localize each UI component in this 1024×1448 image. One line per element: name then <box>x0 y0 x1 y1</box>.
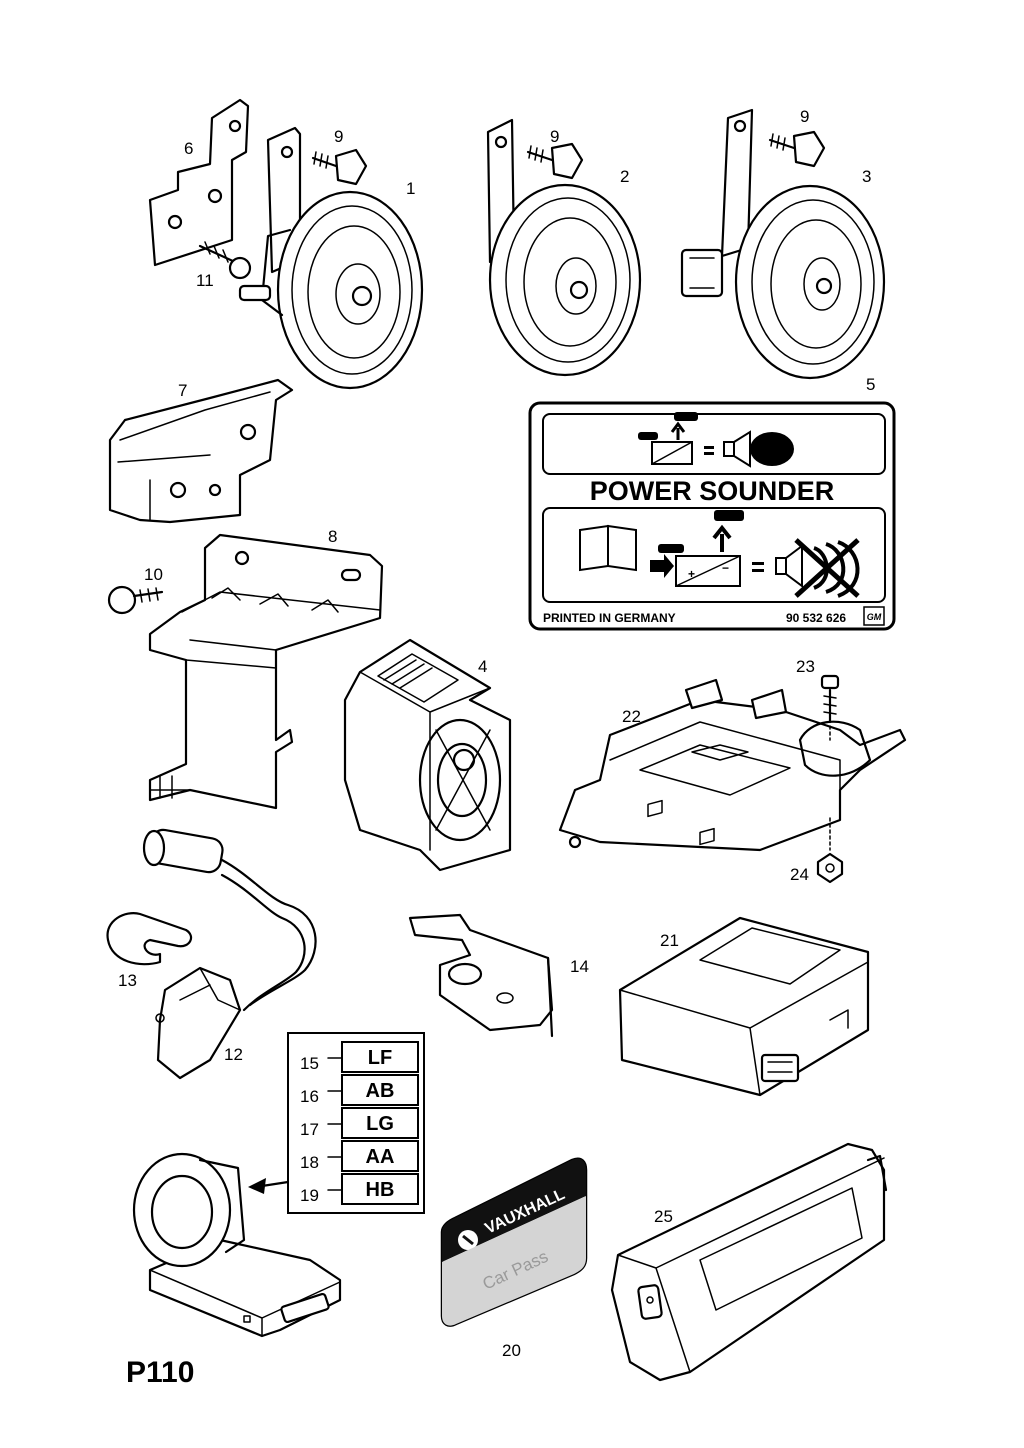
callout-6: 6 <box>184 139 193 158</box>
callout-3: 3 <box>862 167 871 186</box>
callout-16: 16 <box>300 1087 319 1106</box>
battery-symbol-top <box>638 412 698 465</box>
code-ab: AB <box>366 1080 395 1102</box>
callout-20: 20 <box>502 1341 521 1360</box>
svg-text:GM: GM <box>867 612 882 622</box>
callouts: 1 2 3 4 5 6 7 8 9 9 9 10 11 12 13 14 15 … <box>118 107 875 1360</box>
callout-2: 2 <box>620 167 629 186</box>
label-title: POWER SOUNDER <box>590 476 835 506</box>
part-10-bolt <box>107 585 164 615</box>
part-11-screw <box>198 241 252 280</box>
speaker-crossed-symbol <box>775 538 860 598</box>
pointer-arrow <box>260 1180 290 1188</box>
callout-8: 8 <box>328 527 337 546</box>
arrow-head <box>248 1178 266 1194</box>
callout-10: 10 <box>144 565 163 584</box>
code-row: HB <box>327 1173 419 1205</box>
part-2-horn <box>486 118 642 377</box>
callout-19: 19 <box>300 1186 319 1205</box>
code-row: LF <box>327 1041 419 1073</box>
part-25-display-unit <box>610 1142 888 1382</box>
callout-22: 22 <box>622 707 641 726</box>
code-row: AB <box>327 1074 419 1106</box>
part-4-siren <box>343 638 512 872</box>
callout-21: 21 <box>660 931 679 950</box>
callout-7: 7 <box>178 381 187 400</box>
part-22-tray <box>558 678 907 852</box>
code-lf: LF <box>368 1047 392 1069</box>
part-21-module <box>618 799 870 1097</box>
part-8-bracket <box>148 533 384 810</box>
label-part-number: 90 532 626 <box>786 611 846 625</box>
callout-14: 14 <box>570 957 589 976</box>
callout-9-b: 9 <box>550 127 559 146</box>
book-icon <box>579 524 637 572</box>
part-1-horn <box>238 190 424 390</box>
part-14-bracket <box>408 913 554 1038</box>
part-13-clip <box>106 912 193 966</box>
battery-symbol-bottom: + − <box>658 510 744 587</box>
callout-24: 24 <box>790 865 809 884</box>
ignition-transponder-reader <box>132 1152 342 1338</box>
part-20-car-pass: VAUXHALL Car Pass <box>440 1157 588 1327</box>
part-23-bolt <box>820 674 840 741</box>
callout-11: 11 <box>196 271 214 290</box>
callout-9-c: 9 <box>800 107 809 126</box>
callout-18: 18 <box>300 1153 319 1172</box>
label-printed: PRINTED IN GERMANY <box>543 611 676 625</box>
callout-23: 23 <box>796 657 815 676</box>
part-6-bracket <box>148 98 302 274</box>
callout-15: 15 <box>300 1054 319 1073</box>
callout-13: 13 <box>118 971 137 990</box>
callout-5: 5 <box>866 375 875 394</box>
callout-25: 25 <box>654 1207 673 1226</box>
svg-text:+: + <box>688 567 695 581</box>
part-7-bracket <box>108 378 294 524</box>
part-12-sensor <box>142 828 317 1080</box>
part-9-bolt-b <box>526 142 584 180</box>
callout-17: 17 <box>300 1120 319 1139</box>
code-aa: AA <box>366 1146 395 1168</box>
part-9-bolt-a <box>311 148 368 186</box>
svg-text:−: − <box>722 561 729 575</box>
code-box: LF AB LG AA HB <box>287 1032 425 1214</box>
callout-12: 12 <box>224 1045 243 1064</box>
speaker-symbol-top <box>723 430 794 468</box>
power-sounder-label: POWER SOUNDER + − PRINTED IN GERMANY 90 <box>528 401 896 631</box>
code-hb: HB <box>366 1179 395 1201</box>
callout-9-a: 9 <box>334 127 343 146</box>
gm-logo: GM <box>863 606 885 626</box>
page-code: P110 <box>126 1356 194 1389</box>
code-row: LG <box>327 1107 419 1139</box>
code-row: AA <box>327 1140 419 1172</box>
part-9-bolt-c <box>768 130 826 168</box>
part-3-horn <box>680 108 886 380</box>
callout-4: 4 <box>478 657 487 676</box>
callout-1: 1 <box>406 179 415 198</box>
code-lg: LG <box>366 1113 394 1135</box>
part-24-nut <box>816 817 844 884</box>
